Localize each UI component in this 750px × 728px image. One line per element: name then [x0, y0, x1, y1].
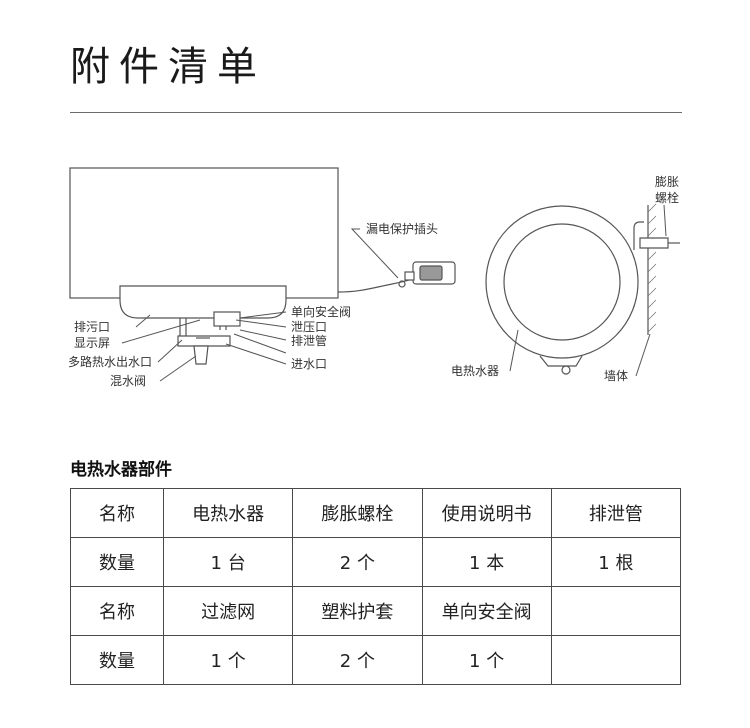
page-title: 附件清单: [70, 44, 266, 90]
table-cell: 1 本: [421, 537, 552, 587]
table-row: 名称 电热水器 膨胀螺栓 使用说明书 排泄管: [70, 488, 682, 538]
table-cell: 过滤网: [162, 586, 294, 636]
table-cell: 名称: [70, 586, 164, 636]
label-leakage-plug: 漏电保护插头: [366, 222, 438, 236]
front-view: [69, 167, 456, 365]
parts-table: 名称 电热水器 膨胀螺栓 使用说明书 排泄管 数量 1 台 2 个 1 本 1 …: [70, 488, 682, 685]
side-view: [485, 205, 680, 375]
heater-inner-ring: [503, 223, 621, 341]
table-row: 数量 1 台 2 个 1 本 1 根: [70, 537, 682, 587]
label-drain-port: 排污口: [74, 320, 110, 334]
section-heading: 电热水器部件: [70, 460, 172, 480]
table-cell: 名称: [70, 488, 164, 538]
table-cell: 1 个: [421, 635, 552, 685]
power-cord: [337, 278, 413, 293]
table-cell: 数量: [70, 537, 164, 587]
label-expansion-bolt-1: 膨胀: [655, 175, 679, 189]
label-expansion-bolt-2: 螺栓: [655, 190, 679, 205]
label-multi-outlet: 多路热水出水口: [68, 354, 152, 369]
label-mix-valve: 混水阀: [110, 374, 146, 388]
table-cell: 电热水器: [162, 488, 294, 538]
table-cell: 1 个: [162, 635, 294, 685]
label-drain-pipe: 排泄管: [291, 333, 327, 348]
table-row: 数量 1 个 2 个 1 个: [70, 635, 682, 685]
label-display: 显示屏: [74, 336, 110, 350]
title-divider: [70, 112, 682, 113]
heater-body: [69, 167, 339, 299]
label-heater: 电热水器: [451, 364, 499, 378]
heater-outer-ring: [485, 205, 639, 359]
table-cell: [550, 586, 682, 636]
label-wall: 墙体: [604, 369, 628, 383]
table-cell: 2 个: [292, 635, 423, 685]
installation-diagram: 漏电保护插头 单向安全阀 泄压口 排泄管 进水口 排污口 显示屏 多路热水出水口…: [68, 167, 680, 388]
label-relief-port: 泄压口: [291, 320, 327, 334]
table-cell: 单向安全阀: [421, 586, 552, 636]
table-cell: 塑料护套: [292, 586, 423, 636]
label-check-valve: 单向安全阀: [291, 304, 351, 319]
pipes: [177, 311, 241, 365]
table-cell: 1 根: [550, 537, 682, 587]
table-cell: 2 个: [292, 537, 423, 587]
table-cell: [550, 635, 682, 685]
table-cell: 数量: [70, 635, 164, 685]
table-cell: 使用说明书: [421, 488, 552, 538]
table-row: 名称 过滤网 塑料护套 单向安全阀: [70, 586, 682, 636]
bottom-panel: [119, 285, 287, 319]
label-inlet: 进水口: [291, 357, 327, 371]
wall-hatching: [647, 203, 657, 333]
table-cell: 排泄管: [550, 488, 682, 538]
leakage-plug-shape: [398, 261, 456, 288]
table-cell: 膨胀螺栓: [292, 488, 423, 538]
table-cell: 1 台: [162, 537, 294, 587]
